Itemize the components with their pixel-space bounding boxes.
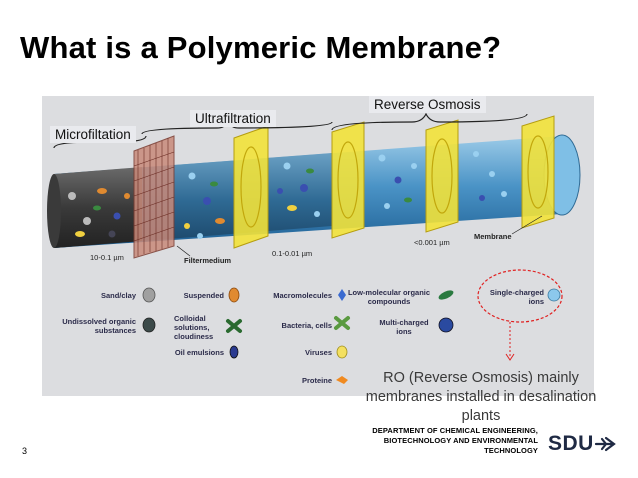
- membrane-figure: Microfiltation Ultrafiltration Reverse O…: [42, 96, 594, 396]
- pore-size-ultra: 0.1-0.01 µm: [272, 249, 313, 258]
- pore-size-micro: 10-0.1 µm: [90, 253, 124, 262]
- legend-oil: Oil emulsions: [174, 348, 224, 357]
- ro-caption: RO (Reverse Osmosis) mainly membranes in…: [365, 370, 597, 424]
- legend-sand: Sand/clay: [100, 291, 136, 300]
- page-number: 3: [22, 446, 28, 456]
- legend-suspended: Suspended: [183, 291, 224, 300]
- legend-icons: [142, 269, 563, 384]
- legend-bacteria: Bacteria, cells: [281, 321, 332, 330]
- microfiltration-label: Microfiltation: [50, 126, 136, 143]
- ultrafiltration-label: Ultrafiltration: [190, 110, 276, 127]
- sdu-logo-mark-icon: [594, 436, 616, 452]
- pore-size-ro: <0.001 µm: [414, 238, 450, 247]
- legend-proteine: Proteine: [301, 376, 332, 385]
- membrane-label: Membrane: [474, 232, 512, 241]
- particles: [68, 151, 507, 239]
- legend-viruses: Viruses: [305, 348, 332, 357]
- sdu-logo-text: SDU: [548, 432, 594, 455]
- filtermedium-label: Filtermedium: [184, 256, 232, 265]
- filter-medium: [133, 135, 175, 259]
- slide-title: What is a Polymeric Membrane?: [20, 30, 502, 65]
- reverse-osmosis-label: Reverse Osmosis: [369, 96, 486, 113]
- legend-macromolecules: Macromolecules: [273, 291, 332, 300]
- department-name: DEPARTMENT OF CHEMICAL ENGINEERING, BIOT…: [372, 426, 538, 455]
- membranes: [233, 115, 555, 249]
- sdu-logo: SDU: [548, 432, 616, 456]
- filtration-diagram: [47, 112, 581, 384]
